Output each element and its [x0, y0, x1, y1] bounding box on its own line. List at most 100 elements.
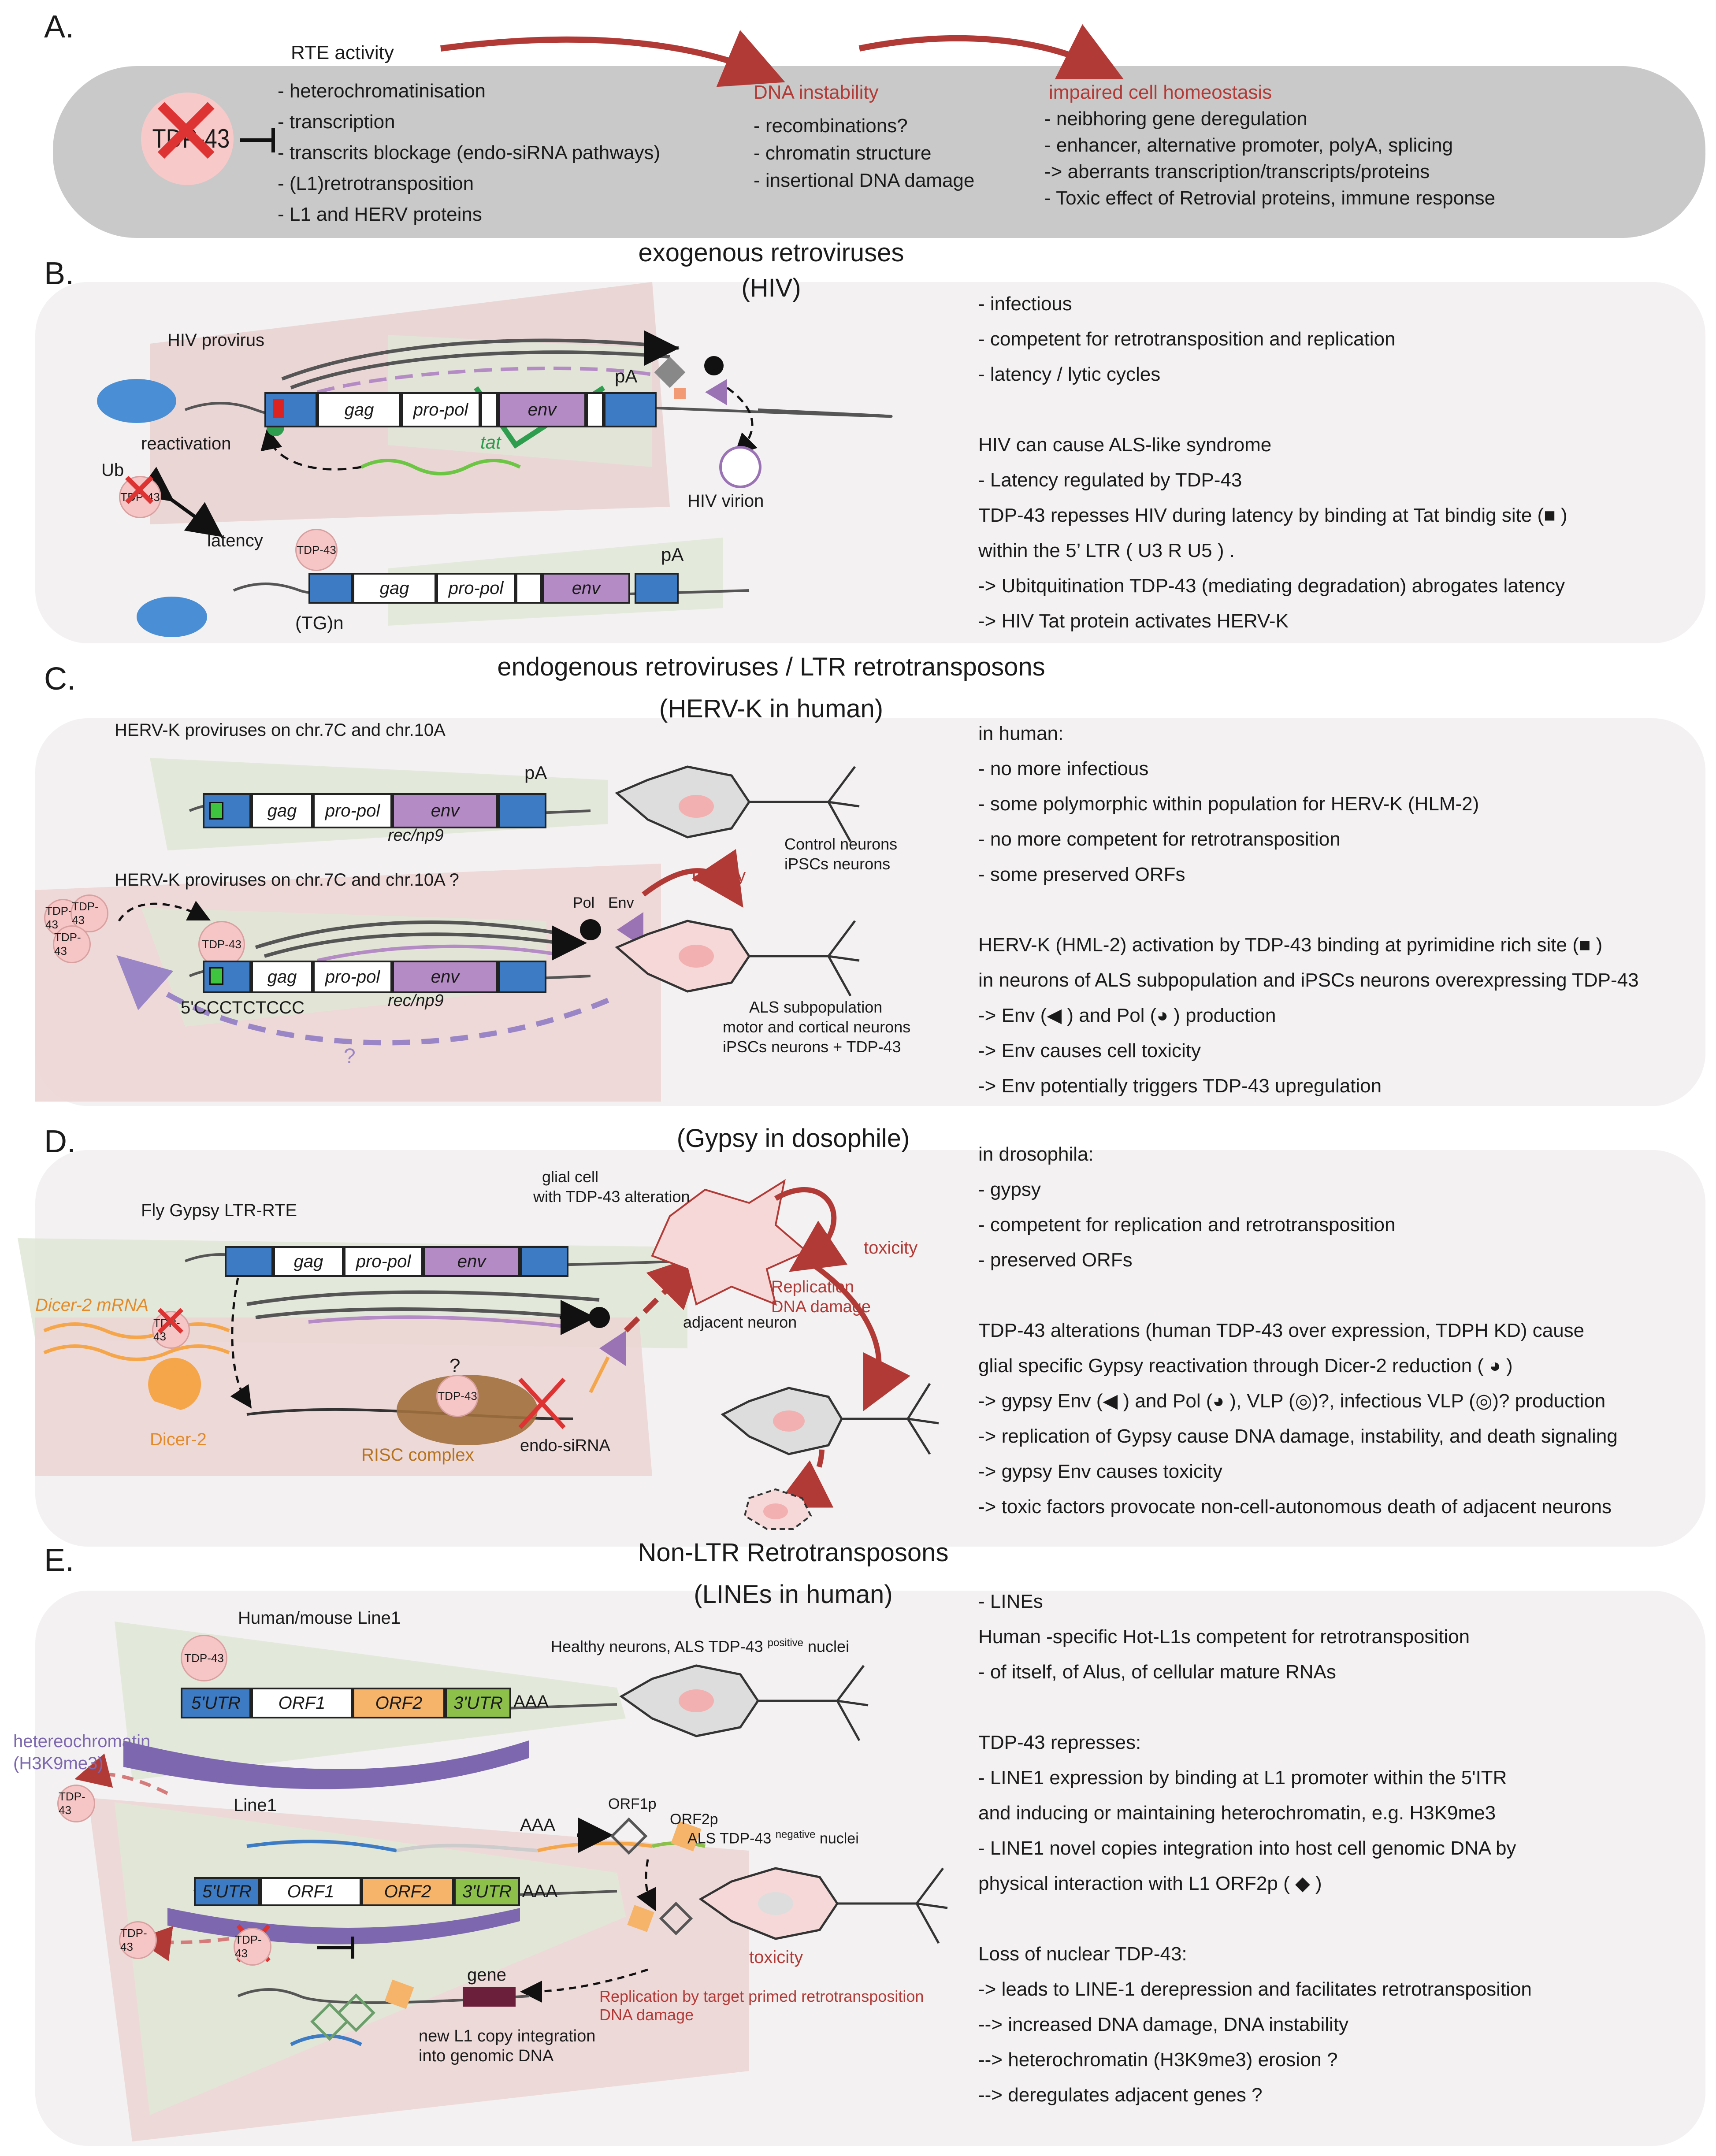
feedback-arrow-c: [116, 955, 609, 1046]
tdp43-dicer-d: TDP-43: [152, 1311, 190, 1349]
herv-transcript-2: [264, 932, 560, 958]
env-protein-d: [599, 1331, 626, 1366]
tdp43-bound-b: TDP-43: [295, 529, 338, 571]
reactivation-latency-arrow: [135, 467, 223, 537]
panel-b-line: - infectious: [978, 293, 1072, 315]
rnp-orf2p: [627, 1905, 654, 1932]
accessory-segment-b-latent: [516, 573, 542, 604]
pol-protein-b: [704, 356, 724, 375]
endo-sirna-label: endo-siRNA: [520, 1436, 610, 1455]
orf2p-shape: [671, 1821, 702, 1852]
l1-rna-5utr: [246, 1840, 397, 1852]
panel-e-line: --> increased DNA damage, DNA instabilit…: [978, 2014, 1349, 2035]
panel-e-line: - of itself, of Alus, of cellular mature…: [978, 1661, 1336, 1683]
healthy-neuron-e: [619, 1664, 869, 1741]
pyrimidine-sequence: 5'CCCTCTCCC: [181, 998, 305, 1017]
tat-mrna: [360, 459, 521, 475]
utr3-segment-bottom: 3'UTR: [454, 1877, 520, 1906]
tdp-exit-arrow-2: [136, 1926, 230, 1961]
panel-c-line: in neurons of ALS subpopulation and iPSC…: [978, 969, 1639, 991]
panel-e-line: - LINE1 expression by binding at L1 prom…: [978, 1767, 1507, 1789]
panel-d-line: [978, 1278, 1618, 1313]
tat-feedback-arrow: [260, 427, 362, 471]
homeo-item: -> aberrants transcription/transcripts/p…: [1044, 161, 1430, 182]
panel-b-line: within the 5’ LTR ( U3 R U5 ) .: [978, 540, 1235, 561]
panel-c-line: -> Env (◀ ) and Pol (◕ ) production: [978, 1005, 1276, 1026]
panel-c-title-1: endogenous retroviruses / LTR retrotrans…: [497, 653, 1045, 681]
latency-label: latency: [207, 531, 263, 550]
tdp43-risc-d: TDP-43: [436, 1375, 479, 1417]
orf2p-label: ORF2p: [670, 1811, 718, 1828]
panel-b-title-2: (HIV): [741, 274, 801, 302]
panel-e-line: --> heterochromatin (H3K9me3) erosion ?: [978, 2049, 1338, 2071]
sirna-block-line: [589, 1356, 610, 1393]
dying-neuron-d: [743, 1488, 812, 1530]
h3k9me3-label: (H3K9me3): [13, 1754, 104, 1773]
genomic-dna-e: [237, 1988, 529, 2004]
polya-label-top: AAA: [513, 1692, 549, 1711]
panel-c-line: - no more infectious: [978, 758, 1149, 779]
panel-b-line: - competent for retrotransposition and r…: [978, 328, 1396, 350]
adjacent-neuron-d: [721, 1383, 939, 1455]
panel-e-line: -> leads to LINE-1 derepression and faci…: [978, 1978, 1532, 2000]
question-mark-c: ?: [344, 1045, 356, 1068]
panel-c-line: in human:: [978, 723, 1064, 744]
panel-d-line: TDP-43 alterations (human TDP-43 over ex…: [978, 1320, 1585, 1341]
als-neuron-c: [615, 920, 860, 997]
tdp43-lost-e: TDP-43: [234, 1928, 271, 1966]
tgn-label: (TG)n: [295, 612, 344, 633]
dicer2-mrna-label: Dicer-2 mRNA: [35, 1295, 149, 1315]
hiv-virion-shape: [719, 446, 761, 488]
to-virion-arrow: [726, 386, 758, 456]
new-copy-orf1p-2: [337, 1993, 375, 2032]
gag-segment-b: gag: [317, 392, 401, 427]
orf1-segment-bottom: ORF1: [260, 1877, 361, 1906]
als-neg-text: ALS TDP-43: [687, 1830, 772, 1847]
env-label-c: Env: [608, 894, 634, 911]
polya-label-bottom: AAA: [522, 1881, 558, 1901]
hiv-transcript-1: [281, 338, 679, 381]
ub-label: Ub: [101, 460, 124, 480]
pyrimidine-site-bottom: [209, 967, 223, 985]
recnp9-label-bottom: rec/np9: [388, 991, 444, 1010]
to-glial-arrow: [624, 1254, 702, 1333]
new-copy-label-2: into genomic DNA: [419, 2047, 554, 2065]
panel-c-line: [978, 892, 1639, 928]
latent-3ltr: [635, 573, 679, 604]
reactivation-label: reactivation: [141, 434, 231, 453]
orf2-segment-bottom: ORF2: [361, 1877, 454, 1906]
gypsy-5ltr: [225, 1246, 273, 1277]
tdp43-bound-c: TDP-43: [198, 921, 245, 968]
panel-e-text: - LINEs Human -specific Hot-L1s competen…: [978, 1584, 1532, 2113]
gypsy-3ltr: [520, 1246, 568, 1277]
toxicity-to-neuron-d: [805, 1258, 910, 1411]
l1-rna-orf1: [396, 1844, 538, 1852]
hiv-transcript-3: [316, 366, 653, 394]
tdp43-exit-2: TDP-43: [119, 1921, 157, 1959]
panel-d-label: D.: [44, 1124, 76, 1159]
orf1p-shape: [610, 1817, 648, 1855]
propol-segment-d: pro-pol: [344, 1246, 423, 1277]
homeostasis-list: - neibhoring gene deregulation - enhance…: [1044, 106, 1495, 212]
orf1-segment-top: ORF1: [251, 1688, 353, 1718]
panel-e-line: and inducing or maintaining heterochroma…: [978, 1802, 1496, 1824]
risc-block-2: [518, 1377, 566, 1429]
als-negative-label: ALS TDP-43 negative nuclei: [687, 1829, 859, 1847]
panel-e-line: [978, 1901, 1532, 1937]
nef-segment-b: [586, 392, 604, 427]
tdp43-label-a: TDP-43: [152, 124, 230, 153]
panel-c-line: - some polymorphic within population for…: [978, 793, 1479, 815]
utr5-segment-top: 5'UTR: [181, 1688, 251, 1718]
line1-bottom-label: Line1: [234, 1796, 277, 1815]
to-sirna-arrow: [230, 1277, 252, 1409]
rte-activity-title: RTE activity: [291, 42, 394, 63]
herv-bottom-label: HERV-K proviruses on chr.7C and chr.10A …: [115, 870, 459, 890]
arrow-to-homeostasis: [858, 24, 1124, 80]
gag-segment-b-latent: gag: [353, 573, 436, 604]
gypsy-transcript-1: [246, 1290, 600, 1306]
dicer2-mrna-2: [43, 1344, 230, 1361]
env-segment-b: env: [498, 392, 586, 427]
panel-d-line: -> toxic factors provocate non-cell-auto…: [978, 1496, 1612, 1518]
panel-e-line: Human -specific Hot-L1s competent for re…: [978, 1626, 1470, 1648]
env-protein-b: [705, 379, 727, 405]
